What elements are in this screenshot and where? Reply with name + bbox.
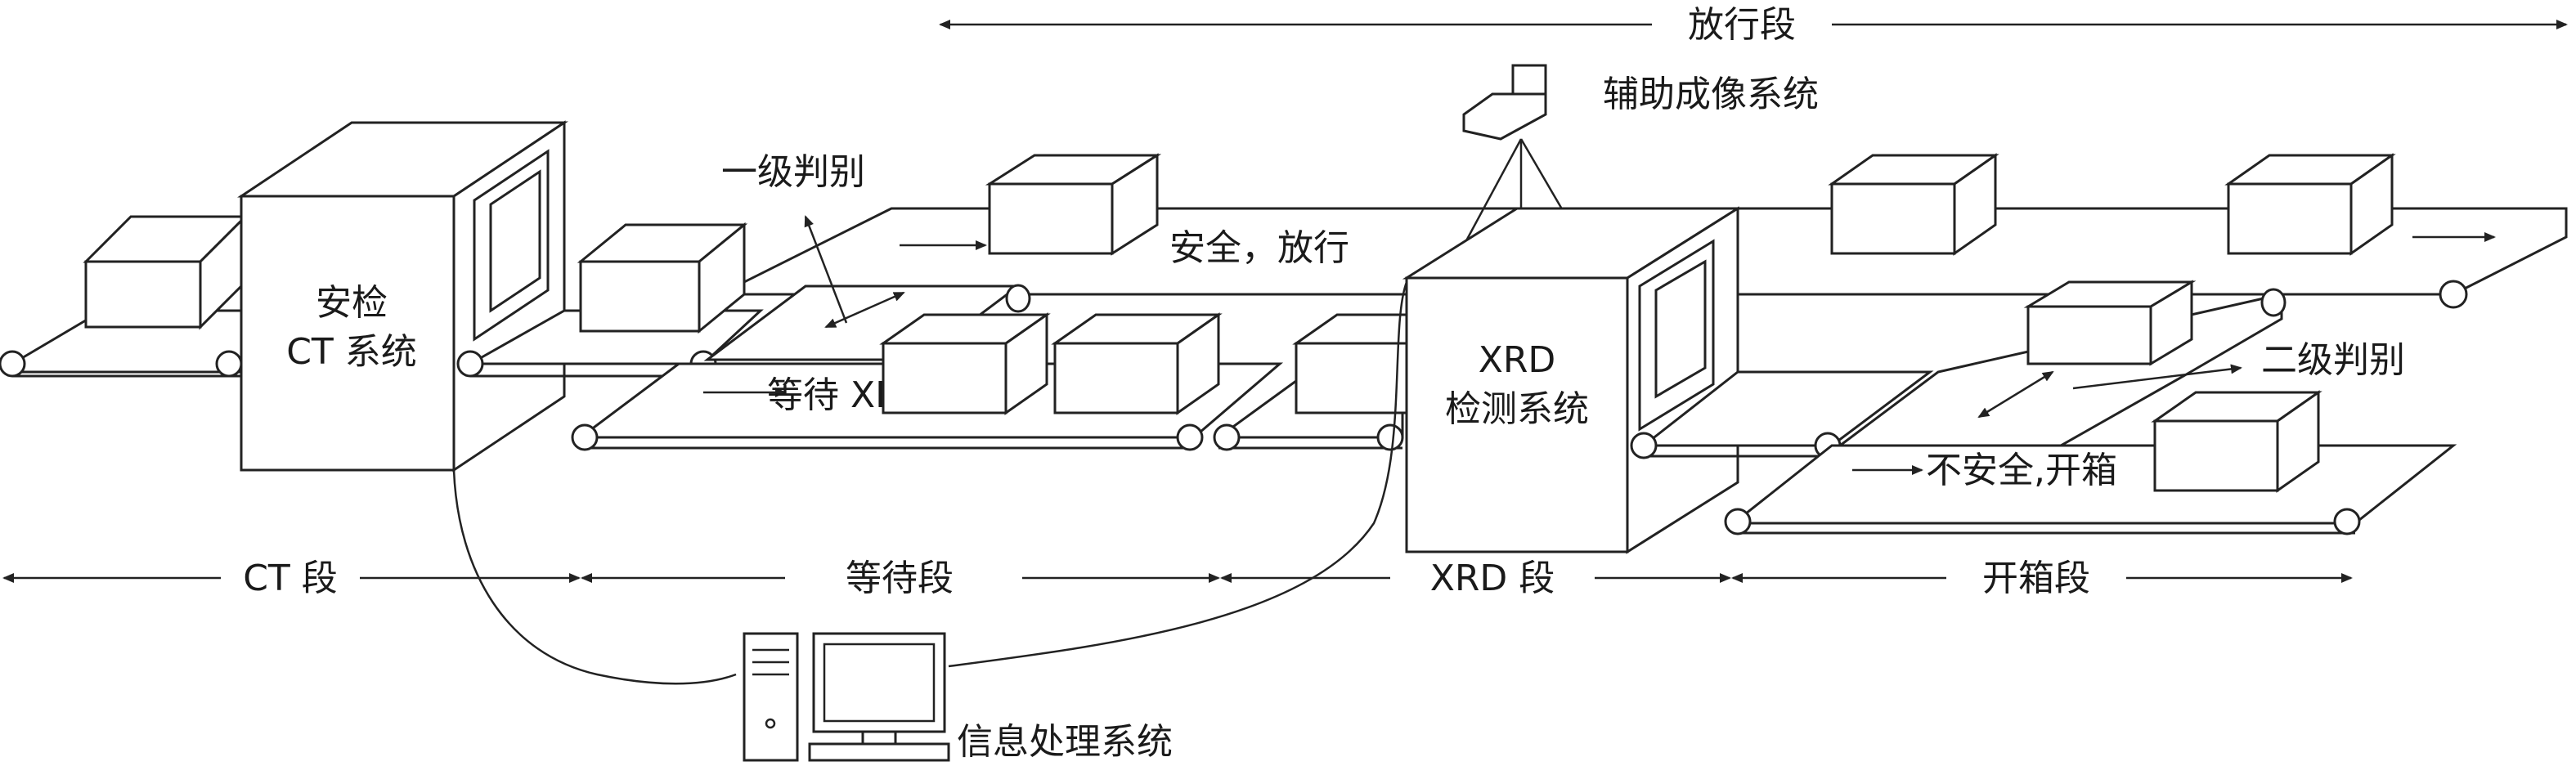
ct-system-label-line1: 安检 — [316, 282, 388, 324]
ct-section-label: CT 段 — [243, 558, 338, 599]
release-section-label: 放行段 — [1688, 4, 1796, 46]
open-box-conveyor: 不安全,开箱 — [1724, 444, 2457, 535]
xrd-system-label-line2: 检测系统 — [1445, 388, 1589, 430]
release-section-dimension: 放行段 — [939, 4, 2568, 46]
ct-scanner-machine: 安检 CT 系统 — [237, 120, 568, 473]
bag-wait-2 — [1051, 312, 1223, 415]
aux-imaging-label: 辅助成像系统 — [1603, 74, 1819, 115]
bag-ct-exit — [577, 222, 748, 334]
ct-system-label-line2: CT 系统 — [286, 331, 417, 373]
data-cables — [452, 281, 1408, 685]
wait-section-label: 等待段 — [846, 558, 954, 599]
xrd-exit-conveyor — [1630, 370, 1934, 459]
bag-xrd-entry — [1292, 313, 1408, 414]
xrd-section-dimension: XRD 段 — [1220, 558, 1731, 599]
ct-section-dimension: CT 段 — [2, 558, 581, 599]
open-section-dimension: 开箱段 — [1731, 558, 2353, 599]
xrd-section-label: XRD 段 — [1430, 558, 1555, 599]
info-system-label: 信息处理系统 — [957, 721, 1173, 763]
bag-release-3 — [2224, 153, 2496, 256]
xrd-detector-machine: XRD 检测系统 — [1402, 206, 1743, 554]
open-section-label: 开箱段 — [1982, 558, 2090, 599]
monitor — [812, 632, 946, 733]
keyboard — [808, 742, 950, 762]
aux-imaging-camera: 辅助成像系统 — [1462, 64, 1819, 253]
bag-second-diverter — [2023, 280, 2197, 366]
bag-release-1: 安全，放行 — [900, 153, 1349, 269]
unsafe-open-label: 不安全,开箱 — [1926, 450, 2117, 491]
safe-release-label: 安全，放行 — [1169, 227, 1349, 269]
wait-section-dimension: 等待段 — [581, 558, 1220, 599]
pc-tower — [743, 632, 799, 762]
bag-release-2 — [1828, 153, 1999, 256]
bag-open-box — [2151, 390, 2322, 493]
second-level-judgement-label: 二级判别 — [2261, 339, 2405, 381]
first-level-judgement-label: 一级判别 — [721, 151, 865, 193]
bag-wait-1 — [879, 312, 1051, 415]
xrd-system-label-line1: XRD — [1479, 339, 1556, 381]
computer-workstation: 信息处理系统 — [743, 632, 1173, 763]
